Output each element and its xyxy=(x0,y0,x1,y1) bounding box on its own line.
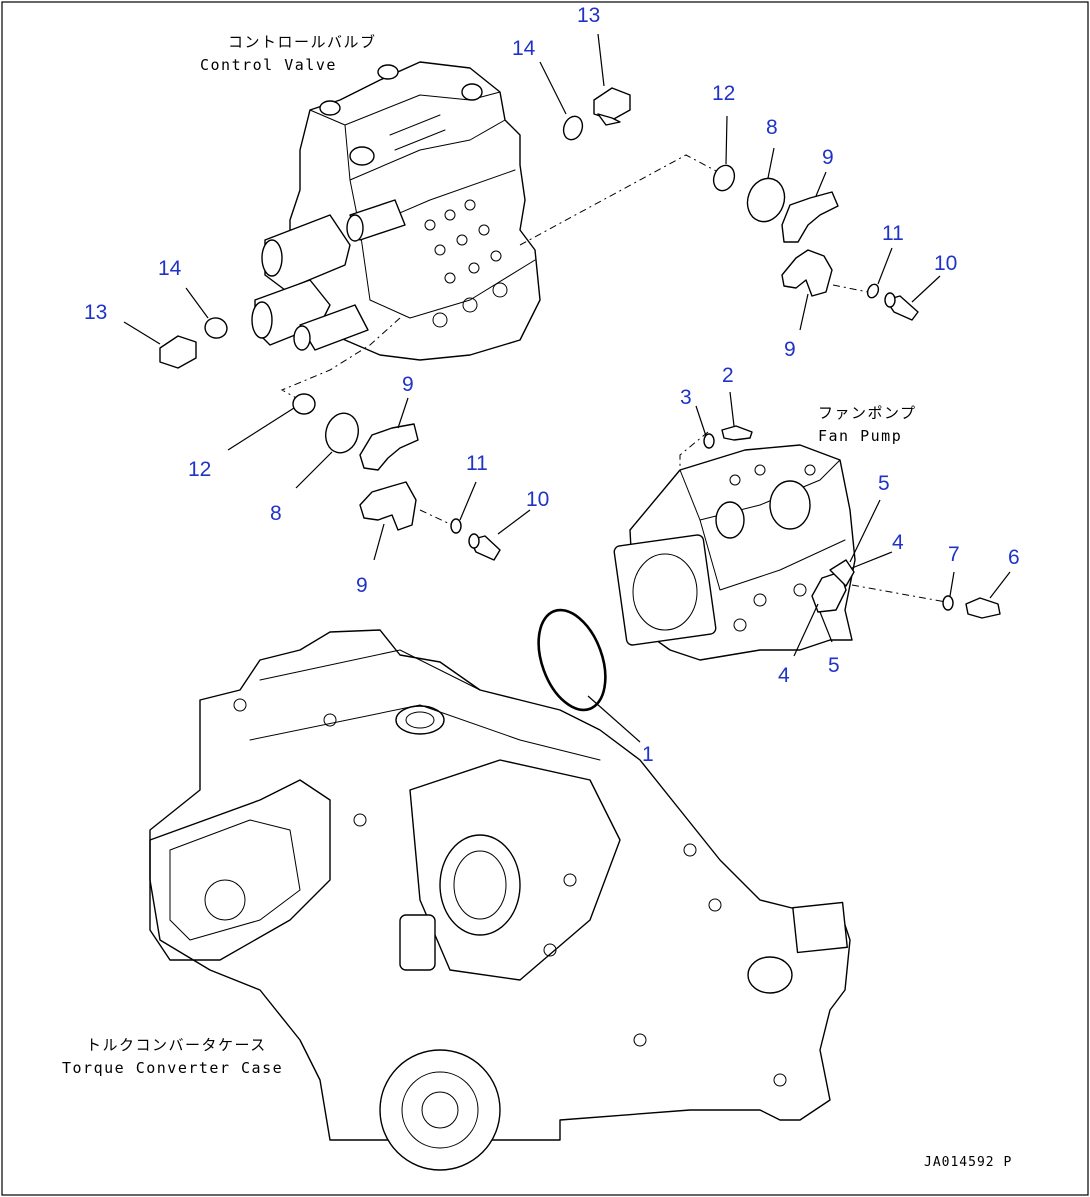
callout-13-top: 13 xyxy=(577,4,600,27)
leader-lines xyxy=(123,33,1011,743)
callout-14-top: 14 xyxy=(512,37,536,60)
callout-6: 6 xyxy=(1008,546,1020,569)
o-ring-1 xyxy=(537,608,607,712)
callout-3: 3 xyxy=(680,386,692,409)
callout-5-bottom: 5 xyxy=(828,654,840,677)
fan-pump-label-en: Fan Pump xyxy=(818,427,902,445)
torque-case-label-jp: トルクコンバータケース xyxy=(86,1036,267,1054)
callout-7: 7 xyxy=(948,543,960,566)
callout-12-top: 12 xyxy=(712,82,735,105)
callout-12-left: 12 xyxy=(188,458,211,481)
callout-11-top: 11 xyxy=(882,222,904,245)
callout-9-mid: 9 xyxy=(784,338,796,361)
torque-converter-case xyxy=(149,629,851,1171)
callout-10-left: 10 xyxy=(526,488,549,511)
callout-13-left: 13 xyxy=(84,301,107,324)
callout-10-top: 10 xyxy=(934,252,957,275)
callout-2: 2 xyxy=(722,364,734,387)
callout-9-top: 9 xyxy=(822,146,834,169)
callout-11-left: 11 xyxy=(466,452,488,475)
callout-8-top: 8 xyxy=(766,116,778,139)
centerlines xyxy=(280,154,947,603)
callout-9-left-a: 9 xyxy=(402,373,414,396)
callout-5-top: 5 xyxy=(878,472,890,495)
captions: コントロールバルブ Control Valve ファンポンプ Fan Pump … xyxy=(62,33,1012,1170)
callout-8-left: 8 xyxy=(270,502,282,525)
fan-pump-label-jp: ファンポンプ xyxy=(818,404,917,422)
left-fittings xyxy=(159,317,501,561)
control-valve-label-jp: コントロールバルブ xyxy=(228,33,377,51)
callout-numbers: 13 14 12 8 9 11 10 9 14 13 9 12 8 11 10 … xyxy=(84,4,1020,766)
control-valve-assembly xyxy=(251,61,541,361)
callout-9-left-b: 9 xyxy=(356,574,368,597)
callout-14-left: 14 xyxy=(158,257,182,280)
fan-pump-assembly xyxy=(613,425,1001,661)
drawing-code: JA014592 P xyxy=(924,1155,1012,1170)
torque-case-label-en: Torque Converter Case xyxy=(62,1059,283,1077)
top-right-fittings xyxy=(562,87,919,321)
callout-4-top: 4 xyxy=(892,531,904,554)
control-valve-label-en: Control Valve xyxy=(200,56,337,74)
callout-1: 1 xyxy=(642,743,654,766)
callout-4-bottom: 4 xyxy=(778,664,790,687)
